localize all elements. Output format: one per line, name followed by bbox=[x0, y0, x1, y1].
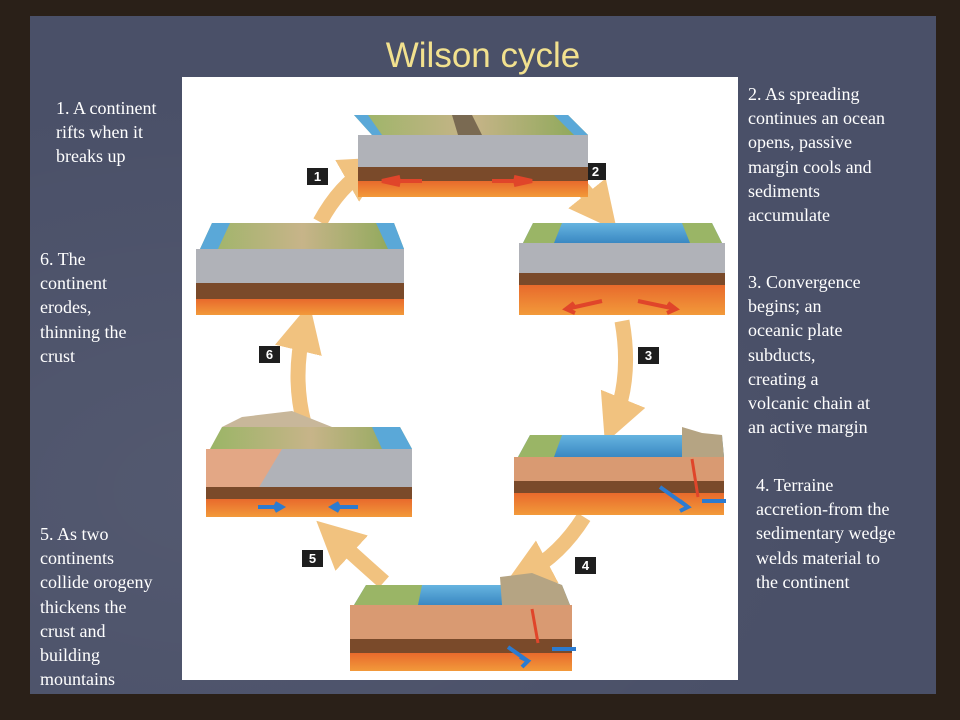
step-badge-1: 1 bbox=[314, 169, 321, 184]
wilson-cycle-figure: 1 2 3 4 5 6 bbox=[182, 77, 738, 680]
collision-block-icon bbox=[206, 411, 412, 517]
slide: Wilson cycle 1. A continent rifts when i… bbox=[30, 16, 936, 694]
rift-block-icon bbox=[354, 115, 588, 197]
eroded-continent-block-icon bbox=[196, 223, 404, 315]
cycle-arrow-4 bbox=[504, 512, 591, 585]
wilson-cycle-diagram: 1 2 3 4 5 6 bbox=[196, 115, 726, 671]
step-badge-2: 2 bbox=[592, 164, 599, 179]
caption-step-5: 5. As two continents collide orogeny thi… bbox=[40, 524, 153, 690]
caption-step-1: 1. A continent rifts when it breaks up bbox=[56, 98, 157, 167]
ocean-opening-block-icon bbox=[519, 223, 725, 315]
cycle-arrow-6 bbox=[275, 303, 322, 425]
cycle-arrow-3 bbox=[600, 319, 646, 444]
step-badge-5: 5 bbox=[309, 551, 316, 566]
caption-step-4: 4. Terraine accretion-from the sedimenta… bbox=[756, 475, 896, 592]
step-badge-4: 4 bbox=[582, 558, 590, 573]
caption-step-6: 6. The continent erodes, thinning the cr… bbox=[40, 249, 127, 366]
accretion-block-icon bbox=[350, 573, 576, 671]
caption-step-3: 3. Convergence begins; an oceanic plate … bbox=[748, 272, 870, 438]
step-badges: 1 2 3 4 5 6 bbox=[259, 163, 659, 574]
cycle-arrow-5 bbox=[316, 520, 389, 588]
step-badge-3: 3 bbox=[645, 348, 652, 363]
step-badge-6: 6 bbox=[266, 347, 273, 362]
slide-title: Wilson cycle bbox=[385, 36, 581, 75]
caption-step-2: 2. As spreading continues an ocean opens… bbox=[748, 84, 885, 226]
subduction-block-icon bbox=[514, 427, 726, 515]
